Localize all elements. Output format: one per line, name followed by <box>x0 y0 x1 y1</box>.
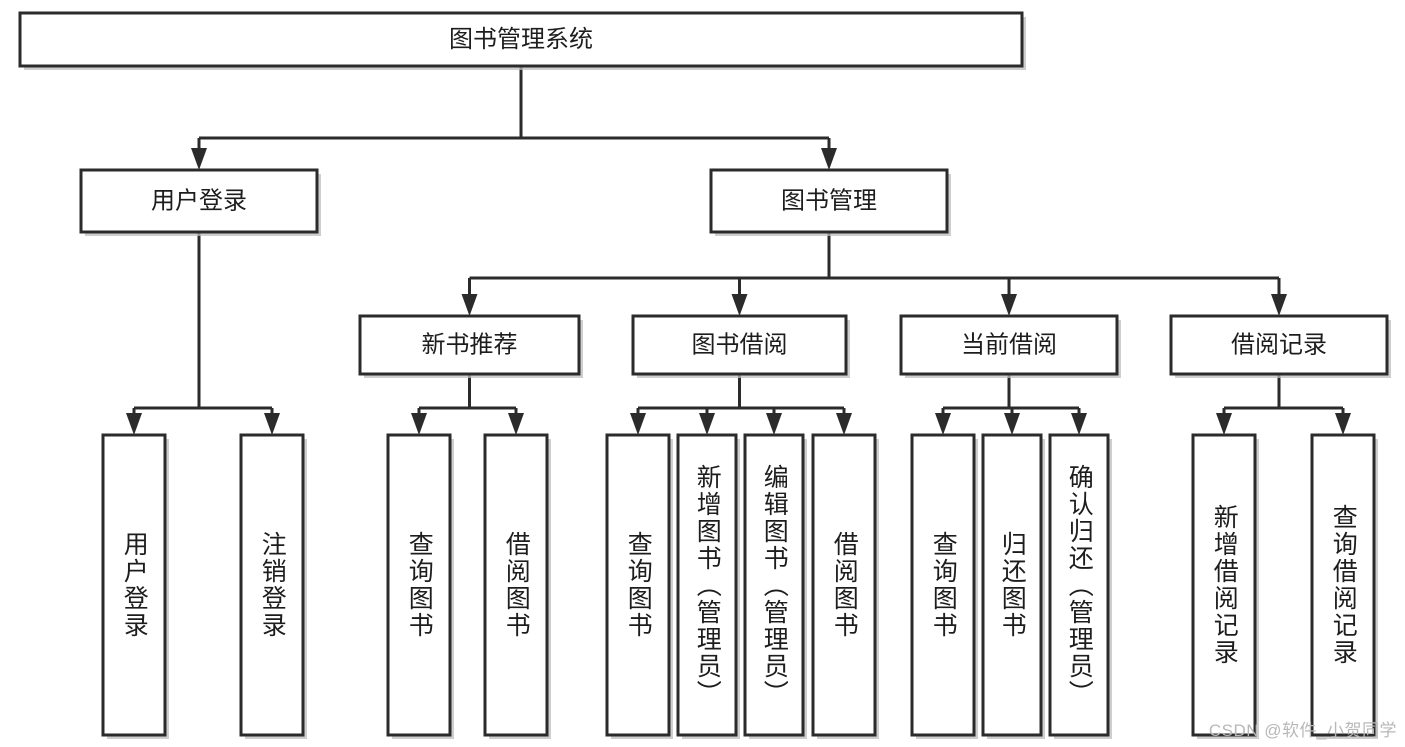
arrow-n-borrow-leaf-3 <box>836 413 852 435</box>
leaf-l-query-book-2[interactable] <box>605 433 673 739</box>
node-n-current-label: 当前借阅 <box>961 331 1057 358</box>
node-root[interactable]: 图书管理系统 <box>18 11 1026 70</box>
arrow-n-records-leaf-1 <box>1335 413 1351 435</box>
arrow-n-current-leaf-2 <box>1071 413 1087 435</box>
node-n-new-rec[interactable]: 新书推荐 <box>358 314 583 378</box>
leaf-l-add-record-rect[interactable] <box>1191 433 1257 737</box>
node-n-borrow-label: 图书借阅 <box>692 331 788 358</box>
arrow-n-borrow-leaf-1 <box>699 413 715 435</box>
arrow-n-current-leaf-0 <box>935 413 951 435</box>
node-n-user-login-rect[interactable] <box>79 168 319 234</box>
watermark-text: CSDN @软件_小贺同学 <box>1208 721 1397 740</box>
leaf-l-user-login[interactable] <box>101 433 169 739</box>
node-n-current-rect[interactable] <box>899 314 1119 376</box>
leaf-l-query-record-rect[interactable] <box>1310 433 1376 737</box>
node-n-user-login-label: 用户登录 <box>151 187 247 214</box>
leaf-l-add-book-rect[interactable] <box>676 433 738 737</box>
leaf-l-query-book-3[interactable] <box>910 433 978 739</box>
node-n-records-rect[interactable] <box>1169 314 1389 376</box>
arrow-root-child-0 <box>191 148 207 170</box>
edge-layer <box>126 66 1351 435</box>
node-n-records-label: 借阅记录 <box>1231 331 1327 358</box>
node-n-new-rec-rect[interactable] <box>358 314 581 376</box>
node-n-book-mgmt[interactable]: 图书管理 <box>709 168 951 236</box>
leaf-l-query-book-1-rect[interactable] <box>386 433 452 737</box>
leaf-l-confirm-return[interactable] <box>1048 433 1112 739</box>
arrow-n-user-login-leaf-0 <box>126 413 142 435</box>
node-n-records[interactable]: 借阅记录 <box>1169 314 1391 378</box>
leaf-l-edit-book-rect[interactable] <box>743 433 805 737</box>
leaf-l-query-book-1[interactable] <box>386 433 454 739</box>
arrow-n-new-rec-leaf-0 <box>411 413 427 435</box>
node-n-borrow-rect[interactable] <box>631 314 848 376</box>
node-n-book-mgmt-label: 图书管理 <box>781 187 877 214</box>
leaf-l-borrow-book-2-rect[interactable] <box>811 433 877 737</box>
node-n-new-rec-label: 新书推荐 <box>422 331 518 358</box>
leaf-l-query-record[interactable] <box>1310 433 1378 739</box>
arrow-n-borrow-leaf-0 <box>630 413 646 435</box>
leaf-l-add-record[interactable] <box>1191 433 1259 739</box>
leaf-l-user-logout-rect[interactable] <box>239 433 305 737</box>
arrow-bookmgmt-child-2 <box>1001 294 1017 316</box>
arrow-bookmgmt-child-1 <box>731 294 748 316</box>
leaf-l-borrow-book-1[interactable] <box>483 433 551 739</box>
leaf-l-query-book-3-rect[interactable] <box>910 433 976 737</box>
node-n-current[interactable]: 当前借阅 <box>899 314 1121 378</box>
arrow-n-records-leaf-0 <box>1216 413 1232 435</box>
arrow-n-new-rec-leaf-1 <box>508 413 524 435</box>
leaf-l-edit-book[interactable] <box>743 433 807 739</box>
arrow-n-user-login-leaf-1 <box>264 413 280 435</box>
arrow-root-child-1 <box>821 148 837 170</box>
arrow-bookmgmt-child-0 <box>461 294 478 316</box>
node-root-label: 图书管理系统 <box>449 26 593 53</box>
leaf-l-borrow-book-2[interactable] <box>811 433 879 739</box>
node-n-user-login[interactable]: 用户登录 <box>79 168 321 236</box>
arrow-bookmgmt-child-3 <box>1271 294 1287 316</box>
node-n-book-mgmt-rect[interactable] <box>709 168 949 234</box>
arrow-n-current-leaf-1 <box>1004 413 1020 435</box>
leaf-l-confirm-return-rect[interactable] <box>1048 433 1110 737</box>
leaf-l-query-book-2-rect[interactable] <box>605 433 671 737</box>
leaf-l-user-logout[interactable] <box>239 433 307 739</box>
arrow-n-borrow-leaf-2 <box>766 413 782 435</box>
node-n-borrow[interactable]: 图书借阅 <box>631 314 850 378</box>
leaf-l-return-book[interactable] <box>981 433 1045 739</box>
leaf-l-borrow-book-1-rect[interactable] <box>483 433 549 737</box>
node-root-rect[interactable] <box>18 11 1024 68</box>
leaf-l-return-book-rect[interactable] <box>981 433 1043 737</box>
leaf-l-user-login-rect[interactable] <box>101 433 167 737</box>
leaf-l-add-book[interactable] <box>676 433 740 739</box>
